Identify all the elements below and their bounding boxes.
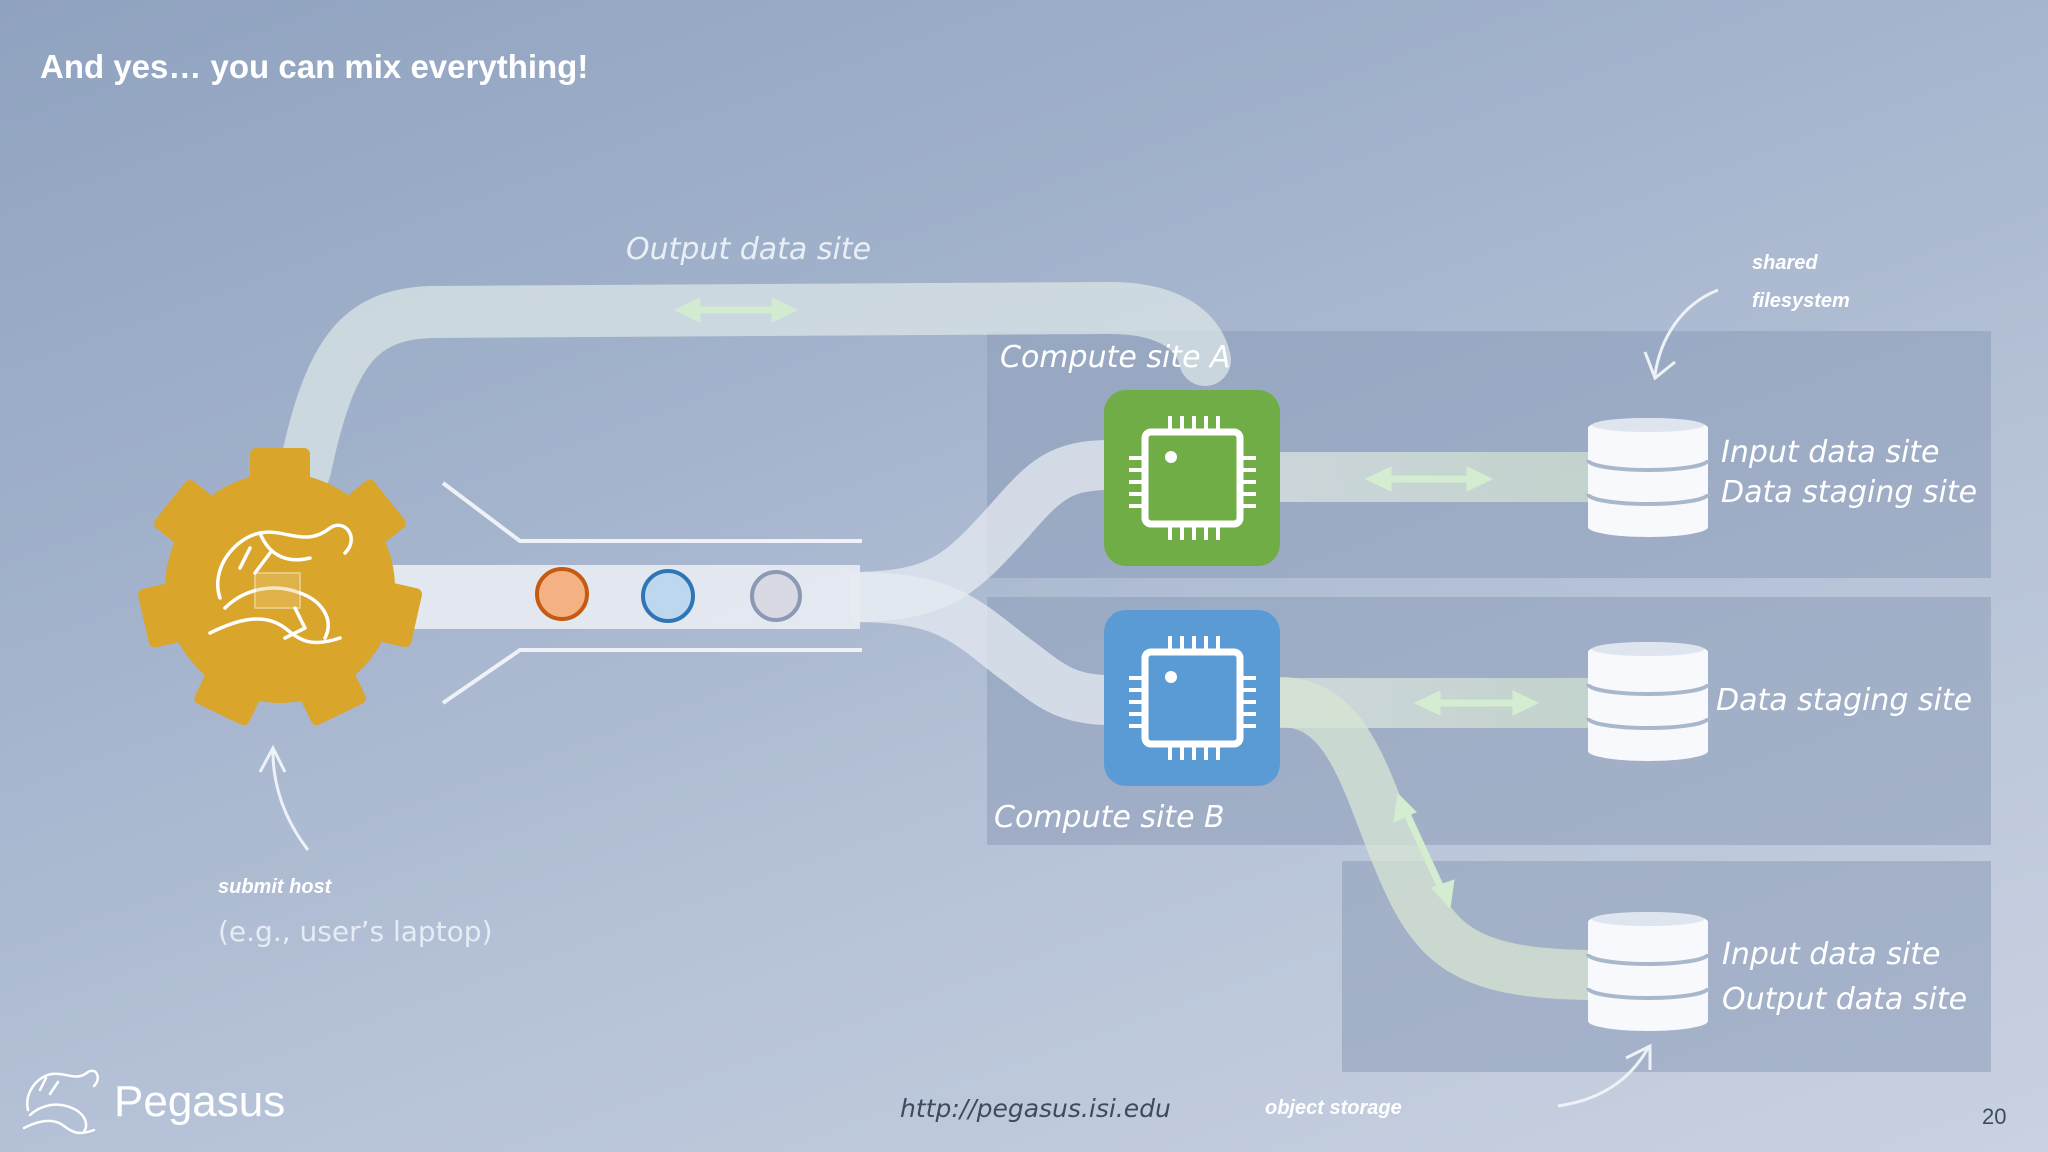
input-site-line-2: Data staging site: [1721, 475, 1978, 510]
shared-filesystem-arrow: [1643, 288, 1719, 381]
pegasus-icon: [208, 523, 353, 645]
compute-site-b-label: Compute site B: [994, 800, 1225, 835]
slide-title: And yes… you can mix everything!: [40, 48, 589, 85]
database-icon-object-storage: [1586, 912, 1710, 1031]
funnel-lines: [441, 481, 862, 705]
transfer-arrow-b: [1413, 690, 1540, 716]
compute-b-cpu-icon: [1104, 610, 1280, 786]
transfer-arrow-a: [1364, 466, 1494, 492]
job-token-3: [750, 570, 802, 622]
job-token-1: [535, 567, 589, 621]
pegasus-logo-icon: [22, 1069, 99, 1135]
output-data-pipe: [279, 281, 1231, 496]
transfer-arrow-object: [1393, 792, 1455, 910]
footer-url[interactable]: http://pegasus.isi.edu: [900, 1094, 1171, 1123]
compute-site-a-label: Compute site A: [1000, 340, 1231, 375]
brand-name: Pegasus: [114, 1077, 286, 1126]
pipe-b-to-object-storage: [1278, 677, 1601, 1000]
object-site-line-2: Output data site: [1722, 982, 1968, 1017]
object-storage-arrow: [1557, 1043, 1652, 1108]
object-site-label: Input data site Output data site: [1722, 932, 1967, 1022]
input-staging-site-label: Input data site Data staging site: [1721, 433, 1977, 513]
page-number: 20: [1982, 1104, 2007, 1129]
data-staging-site-label: Data staging site: [1716, 683, 1973, 718]
database-icon-staging: [1586, 642, 1710, 761]
submit-host-gear: [138, 448, 422, 726]
database-icon-input-staging: [1586, 418, 1710, 537]
job-token-2: [641, 569, 695, 623]
shared-filesystem-annotation: shared filesystem: [1752, 244, 1850, 320]
submit-host-example: (e.g., user’s laptop): [218, 915, 493, 948]
shared-line-1: shared: [1752, 252, 1818, 274]
submit-host-arrow: [258, 744, 310, 851]
object-site-line-1: Input data site: [1722, 937, 1941, 972]
input-site-line-1: Input data site: [1721, 435, 1940, 470]
submit-host-annotation: submit host: [218, 876, 332, 898]
output-data-site-label: Output data site: [626, 232, 872, 267]
compute-a-cpu-icon: [1104, 390, 1280, 566]
object-storage-annotation: object storage: [1265, 1097, 1402, 1119]
shared-line-2: filesystem: [1752, 290, 1850, 312]
pipe-to-compute-b: [849, 572, 1111, 725]
output-transfer-arrow: [673, 297, 799, 323]
